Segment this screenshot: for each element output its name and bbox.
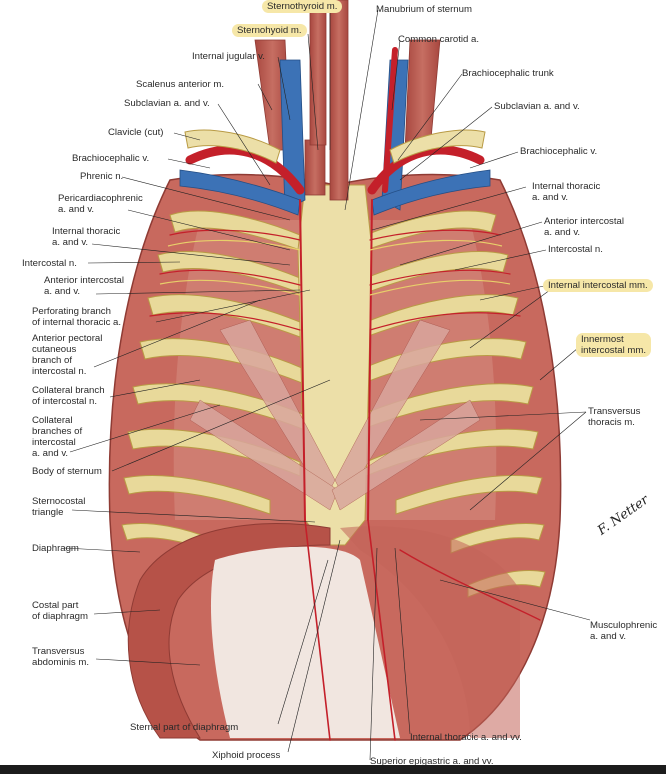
label-intercostal-n-left: Intercostal n. bbox=[22, 258, 77, 269]
diaphragm-right bbox=[340, 526, 520, 738]
label-sternocostal-2: triangle bbox=[32, 507, 64, 518]
label-internal-thoracic-right-1: Internal thoracic bbox=[52, 226, 121, 237]
diaphragm bbox=[127, 523, 331, 739]
label-pericardiacophrenic-2: a. and v. bbox=[58, 204, 95, 215]
label-clavicle: Clavicle (cut) bbox=[108, 127, 164, 138]
label-scalenus-anterior: Scalenus anterior m. bbox=[136, 79, 224, 90]
label-collateral-n-2: of intercostal n. bbox=[32, 396, 98, 407]
label-subclavian-right: Subclavian a. and v. bbox=[494, 101, 580, 112]
label-internal-intercostal: Internal intercostal mm. bbox=[543, 279, 653, 292]
label-brachiocephalic-v-right: Brachiocephalic v. bbox=[520, 146, 598, 157]
label-innermost-1: Innermost bbox=[581, 334, 624, 345]
label-internal-thoracic-vv: Internal thoracic a. and vv. bbox=[410, 732, 522, 743]
label-anterior-pectoral-1: Anterior pectoral bbox=[32, 333, 103, 344]
label-brachiocephalic-trunk: Brachiocephalic trunk bbox=[462, 68, 554, 79]
label-superior-epigastric: Superior epigastric a. and vv. bbox=[370, 756, 494, 767]
label-sternal-part: Sternal part of diaphragm bbox=[130, 722, 239, 733]
label-musculophrenic-1: Musculophrenic bbox=[590, 620, 658, 631]
label-brachiocephalic-v-left: Brachiocephalic v. bbox=[72, 153, 150, 164]
label-sternocostal-1: Sternocostal bbox=[32, 496, 86, 507]
leader-lines bbox=[63, 8, 591, 761]
label-innermost-2: intercostal mm. bbox=[581, 345, 647, 356]
label-xiphoid: Xiphoid process bbox=[212, 750, 281, 761]
central-tendon bbox=[210, 546, 400, 738]
label-anterior-intercostal-left-1: Anterior intercostal bbox=[44, 275, 124, 286]
label-internal-thoracic-left-2: a. and v. bbox=[532, 192, 569, 203]
label-manubrium: Manubrium of sternum bbox=[376, 4, 472, 15]
label-transversus-abdominis-1: Transversus bbox=[32, 646, 85, 657]
label-transversus-thoracis-2: thoracis m. bbox=[588, 417, 635, 428]
label-collateral-av-1: Collateral bbox=[32, 415, 73, 426]
label-diaphragm: Diaphragm bbox=[32, 543, 79, 554]
label-pericardiacophrenic-1: Pericardiacophrenic bbox=[58, 193, 143, 204]
label-anterior-pectoral-4: intercostal n. bbox=[32, 366, 87, 377]
clavicle-left bbox=[184, 129, 281, 164]
label-musculophrenic-2: a. and v. bbox=[590, 631, 627, 642]
label-anterior-intercostal-right-2: a. and v. bbox=[544, 227, 581, 238]
label-body-of-sternum: Body of sternum bbox=[32, 466, 102, 477]
bottom-bar bbox=[0, 765, 666, 774]
label-innermost: Innermost intercostal mm. bbox=[576, 333, 652, 357]
label-collateral-av-3: intercostal bbox=[32, 437, 76, 448]
label-common-carotid: Common carotid a. bbox=[398, 34, 480, 45]
arteries bbox=[149, 47, 541, 741]
neck-muscles bbox=[254, 0, 441, 201]
label-perforating-2: of internal thoracic a. bbox=[32, 317, 122, 328]
label-anterior-pectoral-2: cutaneous bbox=[32, 344, 77, 355]
nerves bbox=[159, 239, 511, 296]
label-collateral-av-4: a. and v. bbox=[32, 448, 69, 459]
label-perforating-1: Perforating branch bbox=[32, 306, 111, 317]
label-transversus-abdominis-2: abdominis m. bbox=[32, 657, 90, 668]
label-intercostal-n-right: Intercostal n. bbox=[548, 244, 603, 255]
label-transversus-thoracis-1: Transversus bbox=[588, 406, 641, 417]
label-anterior-pectoral-3: branch of bbox=[32, 355, 73, 366]
label-internal-jugular: Internal jugular v. bbox=[192, 51, 265, 62]
label-sternohyoid: Sternohyoid m. bbox=[232, 24, 307, 37]
label-internal-thoracic-left-1: Internal thoracic bbox=[532, 181, 601, 192]
label-collateral-n-1: Collateral branch bbox=[32, 385, 105, 396]
label-phrenic: Phrenic n. bbox=[80, 171, 124, 182]
label-subclavian-left: Subclavian a. and v. bbox=[124, 98, 210, 109]
label-anterior-intercostal-left-2: a. and v. bbox=[44, 286, 81, 297]
clavicle-right bbox=[389, 129, 486, 164]
label-sternothyroid: Sternothyroid m. bbox=[262, 0, 343, 13]
label-internal-thoracic-right-2: a. and v. bbox=[52, 237, 89, 248]
label-anterior-intercostal-right-1: Anterior intercostal bbox=[544, 216, 624, 227]
label-collateral-av-2: branches of bbox=[32, 426, 83, 437]
label-costal-part-1: Costal part bbox=[32, 600, 79, 611]
label-costal-part-2: of diaphragm bbox=[32, 611, 88, 622]
